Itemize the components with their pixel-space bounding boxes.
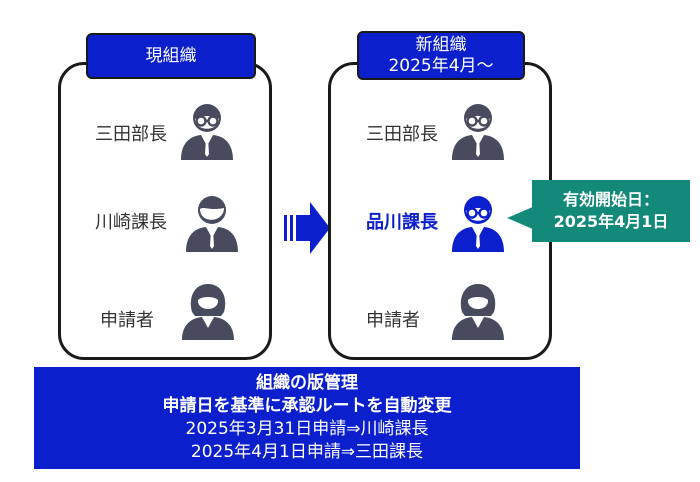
callout-line1: 有効開始日： [562,190,659,209]
manager-glasses-highlight-icon [452,196,504,252]
person-label-mita-current: 三田部長 [95,124,167,145]
summary-title: 組織の版管理 [256,373,358,393]
current-org-header: 現組織 [86,33,256,79]
new-org-header-line1: 新組織 [415,34,467,55]
person-label-kawasaki-current: 川崎課長 [95,212,167,233]
person-label-shinagawa-new: 品川課長 [366,212,438,233]
transition-arrow [284,202,330,254]
callout-pointer [507,206,535,230]
current-org-box [58,62,272,360]
summary-subtitle: 申請日を基準に承認ルートを自動変更 [162,396,452,416]
new-org-box [328,62,552,360]
new-org-header-line2: 2025年4月～ [388,55,494,76]
applicant-woman-icon [182,284,234,340]
current-org-header-label: 現組織 [145,45,197,66]
summary-example-1: 2025年3月31日申請⇒川崎課長 [185,419,429,439]
manager-glasses-icon [181,104,233,160]
manager-icon [186,196,238,252]
person-label-mita-new: 三田部長 [366,124,438,145]
manager-glasses-icon [452,104,504,160]
callout-line2: 2025年4月1日 [553,212,669,231]
summary-box: 組織の版管理 申請日を基準に承認ルートを自動変更 2025年3月31日申請⇒川崎… [34,367,580,469]
summary-example-2: 2025年4月1日申請⇒三田課長 [190,442,424,462]
applicant-woman-icon [452,284,504,340]
new-org-header: 新組織 2025年4月～ [357,31,525,80]
person-label-applicant-new: 申請者 [366,310,420,331]
person-label-applicant-current: 申請者 [100,310,154,331]
effective-date-callout: 有効開始日： 2025年4月1日 [532,180,690,242]
